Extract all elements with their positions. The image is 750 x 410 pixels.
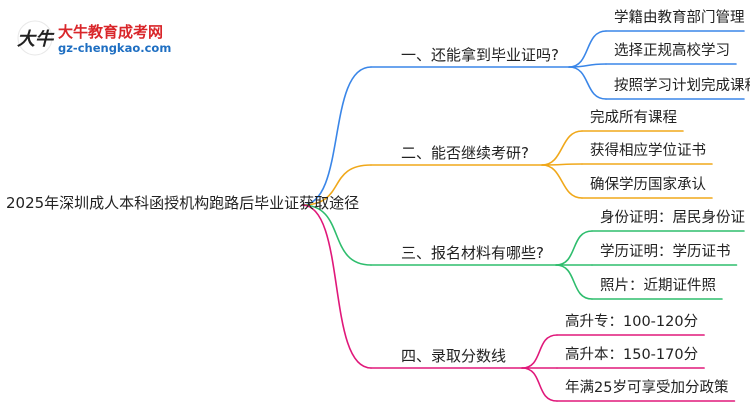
- logo-mark-icon: 大牛: [17, 20, 55, 56]
- branch-to-leaf-connector: [555, 230, 593, 266]
- leaf-label: 选择正规高校学习: [614, 43, 730, 59]
- branch-to-leaf-connector: [568, 66, 607, 100]
- leaf-label: 高升本：150-170分: [565, 347, 699, 363]
- root-to-branch-connector: [301, 204, 372, 369]
- branch-to-leaf-connector: [521, 367, 558, 402]
- root-to-branch-connector: [301, 164, 372, 206]
- leaf-label: 照片：近期证件照: [600, 278, 716, 294]
- root-to-branch-connector: [301, 66, 372, 206]
- leaf-label: 年满25岁可享受加分政策: [565, 380, 729, 396]
- branch-label-2: 二、能否继续考研?: [401, 144, 529, 162]
- branch-to-leaf-connector: [555, 264, 593, 300]
- leaf-label: 学籍由教育部门管理: [614, 10, 745, 26]
- leaf-label: 确保学历国家承认: [590, 177, 706, 193]
- leaf-label: 获得相应学位证书: [590, 143, 706, 159]
- branch-label-1: 一、还能拿到毕业证吗?: [401, 46, 559, 64]
- leaf-label: 高升专：100-120分: [565, 314, 699, 330]
- logo-name: 大牛教育成考网: [58, 23, 164, 41]
- logo-mark-text: 大牛: [17, 29, 55, 50]
- branch-to-leaf-connector: [521, 334, 558, 369]
- leaf-label: 学历证明：学历证书: [600, 244, 731, 260]
- branch-label-3: 三、报名材料有哪些?: [401, 244, 544, 262]
- branch-label-4: 四、录取分数线: [401, 347, 507, 365]
- root-topic: 2025年深圳成人本科函授机构跑路后毕业证获取途径: [6, 194, 360, 212]
- leaf-label: 身份证明：居民身份证: [600, 210, 745, 226]
- leaf-label: 按照学习计划完成课程: [614, 78, 750, 94]
- leaf-label: 完成所有课程: [590, 110, 677, 126]
- branch-to-leaf-connector: [568, 30, 607, 68]
- root-to-branch-connector: [301, 204, 372, 266]
- site-logo: 大牛 大牛教育成考网 gz-chengkao.com: [14, 18, 214, 58]
- branch-to-leaf-connector: [541, 164, 583, 199]
- logo-url: gz-chengkao.com: [58, 41, 172, 55]
- branch-to-leaf-connector: [541, 130, 583, 166]
